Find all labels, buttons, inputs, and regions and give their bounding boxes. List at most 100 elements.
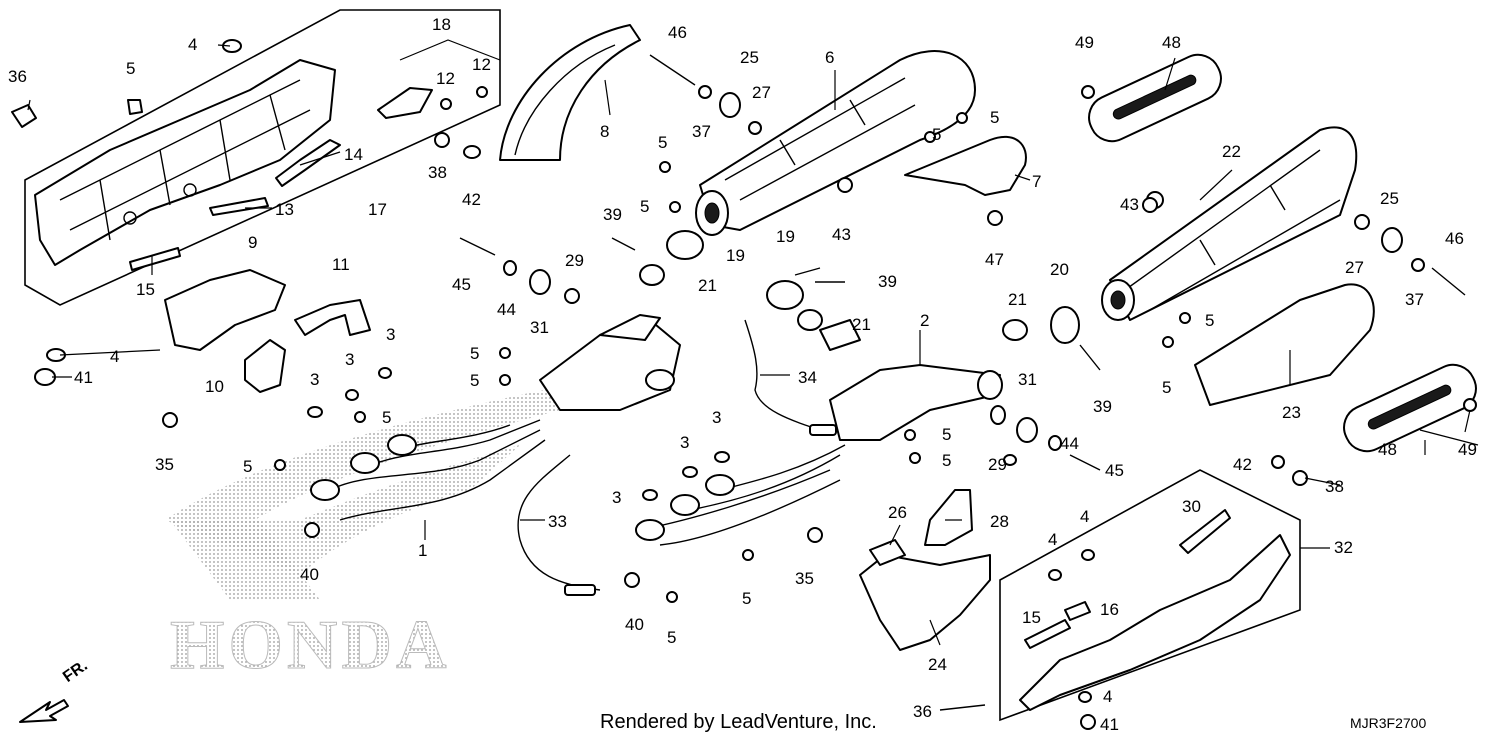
callout-3: 3 — [310, 370, 319, 389]
callout-36: 36 — [8, 67, 27, 86]
bracket-18 — [377, 87, 433, 119]
catalyst-chamber-left — [539, 314, 681, 411]
callout-36: 36 — [913, 702, 932, 721]
heat-shield-group-outline — [24, 9, 501, 306]
callout-48: 48 — [1162, 33, 1181, 52]
callout-37: 37 — [1405, 290, 1424, 309]
callout-5: 5 — [243, 457, 252, 476]
callout-19: 19 — [726, 246, 745, 265]
callout-2: 2 — [920, 311, 929, 330]
heat-shield-24 — [859, 554, 991, 651]
callout-31: 31 — [1018, 370, 1037, 389]
callout-7: 7 — [1032, 172, 1041, 191]
callout-27: 27 — [1345, 258, 1364, 277]
callout-4: 4 — [110, 347, 119, 366]
callout-5: 5 — [742, 589, 751, 608]
callout-38: 38 — [428, 163, 447, 182]
exhaust-pipe-2 — [635, 444, 846, 546]
clamp-19-left — [666, 230, 704, 260]
clamp-19-right — [766, 280, 804, 310]
callout-5: 5 — [126, 59, 135, 78]
callout-3: 3 — [712, 408, 721, 427]
band-15-right — [1024, 619, 1071, 649]
callout-3: 3 — [680, 433, 689, 452]
oxygen-sensor-34-wire — [744, 319, 821, 431]
callout-23: 23 — [1282, 403, 1301, 422]
band-30 — [1179, 509, 1231, 554]
drawing-code: MJR3F2700 — [1350, 715, 1427, 731]
callout-21: 21 — [698, 276, 717, 295]
heat-shield-26 — [869, 539, 906, 566]
callout-5: 5 — [640, 197, 649, 216]
callout-46: 46 — [668, 23, 687, 42]
left-heat-shield — [34, 59, 336, 266]
callout-21: 21 — [852, 315, 871, 334]
callout-15: 15 — [136, 280, 155, 299]
honda-wing-logo — [165, 378, 600, 600]
hardware-fasteners — [11, 39, 1477, 730]
callout-4: 4 — [1080, 507, 1089, 526]
callout-15: 15 — [1022, 608, 1041, 627]
callout-17: 17 — [368, 200, 387, 219]
callout-14: 14 — [344, 145, 363, 164]
callout-46: 46 — [1445, 229, 1464, 248]
callout-labels: 36 4 5 18 12 12 14 38 42 13 17 9 11 15 3… — [8, 15, 1477, 734]
callout-3: 3 — [386, 325, 395, 344]
callout-18: 18 — [432, 15, 451, 34]
callout-30: 30 — [1182, 497, 1201, 516]
heat-guard-7 — [904, 135, 1027, 196]
bracket-11 — [294, 299, 371, 336]
callout-28: 28 — [990, 512, 1009, 531]
callout-25: 25 — [740, 48, 759, 67]
callout-29: 29 — [988, 455, 1007, 474]
callout-5: 5 — [382, 408, 391, 427]
callout-27: 27 — [752, 83, 771, 102]
callout-22: 22 — [1222, 142, 1241, 161]
callout-5: 5 — [942, 451, 951, 470]
callout-5: 5 — [658, 133, 667, 152]
gasket-21-left — [639, 264, 665, 286]
band-15-left — [129, 247, 181, 271]
callout-5: 5 — [942, 425, 951, 444]
exhaust-pipe-1 — [310, 419, 546, 521]
leader-lines — [27, 44, 1479, 646]
callout-35: 35 — [155, 455, 174, 474]
protector-48-top — [1088, 53, 1222, 143]
callout-32: 32 — [1334, 538, 1353, 557]
callout-45: 45 — [452, 275, 471, 294]
gasket-21-center — [797, 309, 823, 331]
honda-watermark: HONDA — [170, 607, 451, 684]
callout-43: 43 — [1120, 195, 1139, 214]
muffler-protector-8 — [499, 24, 641, 161]
callout-5: 5 — [470, 344, 479, 363]
protector-48-bottom — [1343, 363, 1477, 453]
callout-5: 5 — [1162, 378, 1171, 397]
callout-16: 16 — [1100, 600, 1119, 619]
right-heat-shield-32 — [1019, 534, 1291, 711]
band-13 — [209, 197, 269, 216]
callout-24: 24 — [928, 655, 947, 674]
callout-39: 39 — [1093, 397, 1112, 416]
band-16 — [1064, 601, 1091, 621]
oxygen-sensor-33 — [564, 584, 596, 596]
right-heat-shield-group-outline — [999, 469, 1301, 722]
callout-49: 49 — [1075, 33, 1094, 52]
callout-12: 12 — [436, 69, 455, 88]
callout-26: 26 — [888, 503, 907, 522]
callout-40: 40 — [625, 615, 644, 634]
callout-1: 1 — [418, 541, 427, 560]
callout-3: 3 — [345, 350, 354, 369]
gasket-21-right — [1002, 319, 1028, 341]
callout-19: 19 — [776, 227, 795, 246]
callout-47: 47 — [985, 250, 1004, 269]
callout-37: 37 — [692, 122, 711, 141]
callout-44: 44 — [497, 300, 516, 319]
callout-42: 42 — [1233, 455, 1252, 474]
callout-5: 5 — [667, 628, 676, 647]
front-direction-arrow — [19, 699, 69, 723]
render-credit: Rendered by LeadVenture, Inc. — [600, 711, 877, 733]
callout-8: 8 — [600, 122, 609, 141]
callout-11: 11 — [332, 255, 350, 274]
bracket-10 — [244, 339, 286, 393]
